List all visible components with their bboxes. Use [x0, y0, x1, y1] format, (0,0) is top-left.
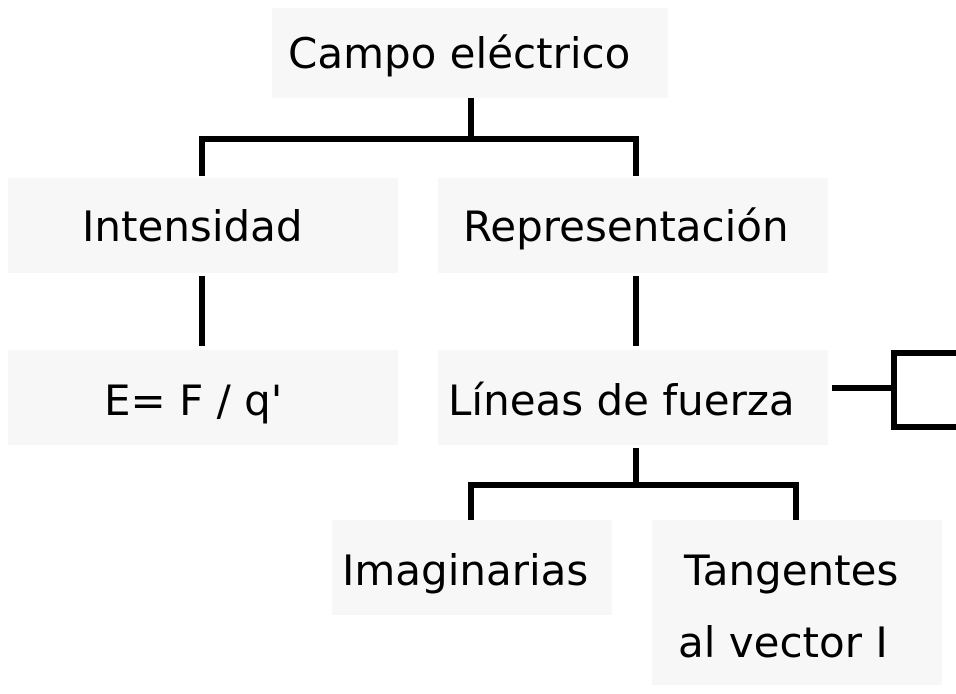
tangentes-drop — [793, 482, 799, 520]
representacion-connector — [633, 276, 639, 346]
root-label: Campo eléctrico — [288, 29, 631, 78]
root-bar — [199, 136, 639, 142]
left-drop — [199, 136, 205, 176]
intensidad-box — [8, 178, 398, 273]
side-bracket-bottom — [891, 424, 956, 430]
representacion-box — [438, 178, 828, 273]
lineas-bar — [468, 482, 799, 488]
tangentes-label-line1: Tangentes — [684, 546, 899, 595]
right-drop — [633, 136, 639, 176]
lineas-box — [438, 350, 828, 445]
side-connector — [832, 385, 894, 391]
representacion-label: Representación — [463, 202, 789, 251]
side-bracket-top — [891, 350, 956, 356]
imaginarias-drop — [468, 482, 474, 520]
imaginarias-label: Imaginarias — [342, 546, 589, 595]
root-stem — [468, 98, 474, 142]
formula-box — [8, 350, 398, 445]
root-box — [272, 8, 668, 98]
tangentes-label-line2: al vector I — [678, 618, 888, 667]
intensidad-connector — [199, 276, 205, 346]
formula-label: E= F / q' — [104, 376, 283, 425]
side-bracket-vertical — [891, 350, 897, 430]
intensidad-label: Intensidad — [82, 202, 303, 251]
lineas-label: Líneas de fuerza — [448, 376, 795, 425]
lineas-stem — [633, 448, 639, 488]
tangentes-box — [652, 520, 942, 685]
imaginarias-box — [332, 520, 612, 615]
